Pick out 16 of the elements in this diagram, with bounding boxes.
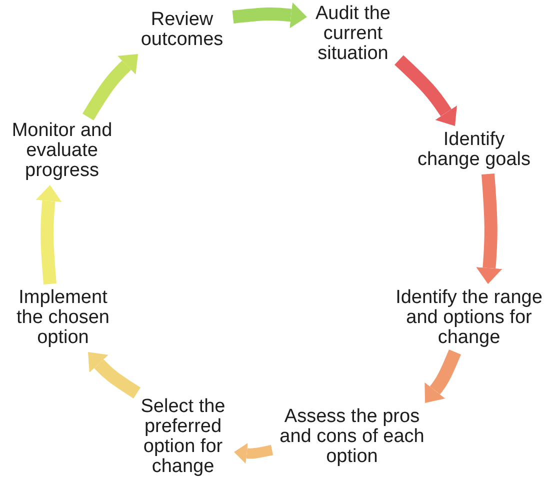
arrow: [232, 2, 307, 28]
step-label: Identify change goals: [416, 130, 532, 170]
step-label: Identify the range and options for change: [394, 288, 544, 348]
step-label: Select the preferred option for change: [140, 397, 226, 477]
arrow: [88, 352, 141, 398]
step-label: Assess the pros and cons of each option: [278, 407, 426, 467]
step-label: Audit the current situation: [314, 4, 392, 64]
arrow: [82, 54, 138, 120]
arrow: [476, 174, 502, 284]
arrow: [394, 55, 457, 126]
step-label: Monitor and evaluate progress: [10, 121, 114, 181]
step-label: Review outcomes: [140, 10, 224, 50]
arrow: [424, 350, 461, 403]
arrow: [36, 185, 62, 285]
step-label: Implement the chosen option: [16, 288, 110, 348]
arrow: [234, 442, 274, 464]
